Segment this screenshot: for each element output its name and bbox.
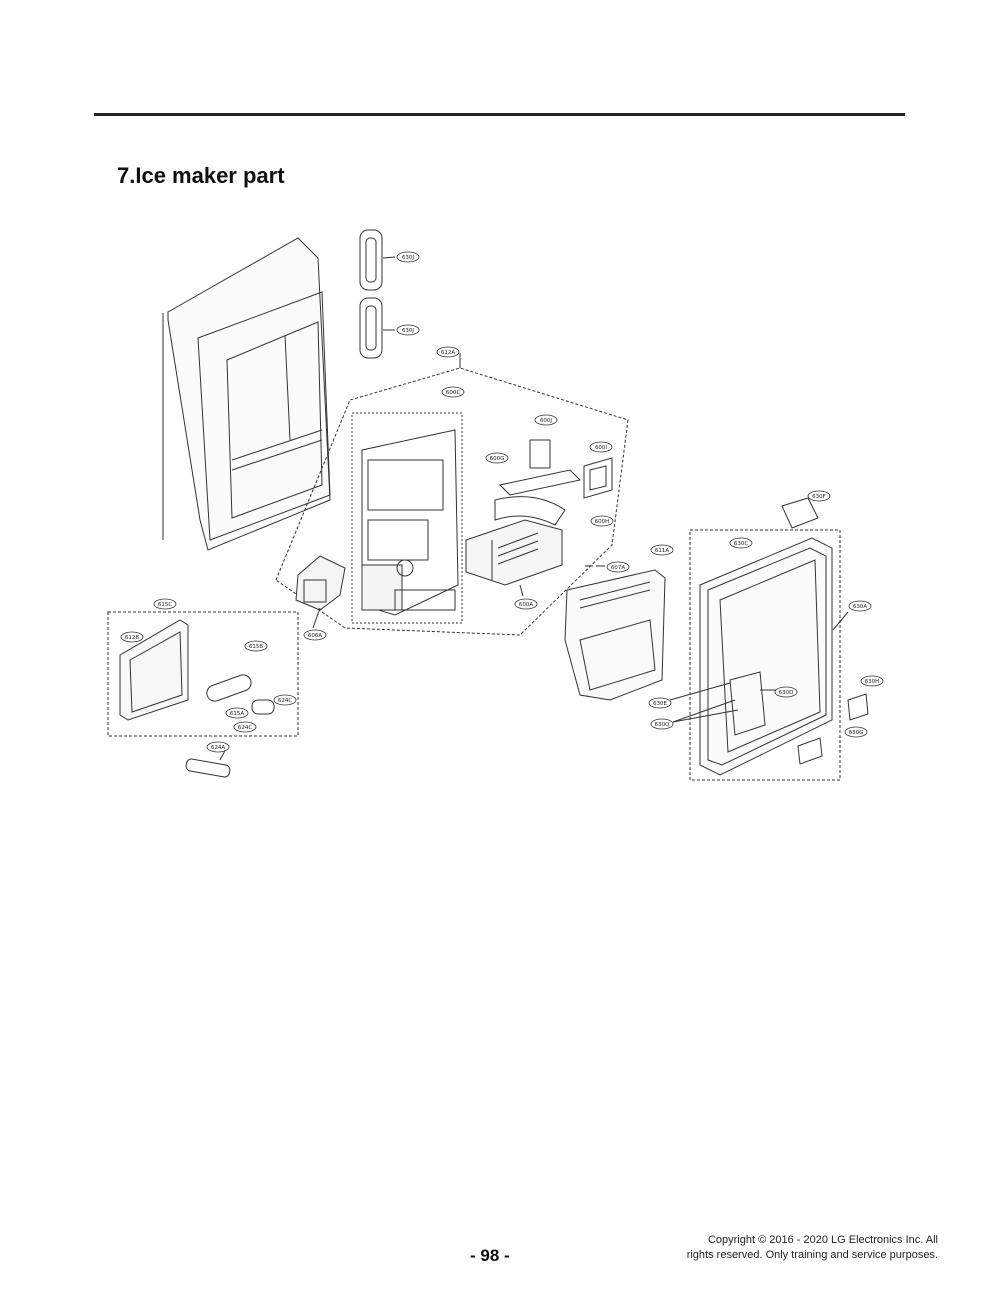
callout-611a: 611A [650,544,674,556]
svg-text:612A: 612A [441,350,455,356]
part-630j-drawing [359,229,383,359]
svg-text:630E: 630E [653,701,667,707]
callout-600a: 600A [514,598,538,610]
callout-615a: 615A [225,707,249,719]
callout-630a: 630A [848,600,872,612]
part-612b-drawing [119,619,189,721]
svg-text:615B: 615B [249,644,263,650]
svg-text:607A: 607A [611,565,625,571]
callout-607a: 607A [606,561,630,573]
part-630f-drawing [781,497,819,529]
part-606a-drawing [295,555,346,611]
callout-630f: 630F [807,490,831,502]
svg-text:600G: 600G [490,456,505,462]
svg-text:600J: 600J [540,418,552,424]
part-611a-drawing [564,569,666,701]
header-rule [94,113,905,116]
part-600a-drawing [465,496,566,586]
copyright-line-1: Copyright © 2016 - 2020 LG Electronics I… [707,1234,938,1246]
callout-615b: 615B [244,640,268,652]
callout-612b: 612B [120,631,144,643]
group-outline-615c [107,611,299,737]
part-630d-drawing [729,671,766,736]
svg-text:606A: 606A [308,633,322,639]
svg-text:615C: 615C [158,602,172,608]
callout-630j-a: 630J [396,251,420,263]
part-600g-drawing [498,469,582,496]
copyright-line-2: rights reserved. Only training and servi… [686,1249,938,1261]
page-number: - 98 - [470,1246,510,1265]
svg-text:630G: 630G [849,730,864,736]
part-615a-drawing [206,674,275,715]
callout-630d: 630D [774,686,798,698]
svg-text:612B: 612B [125,635,139,641]
svg-text:630H: 630H [865,679,880,685]
svg-text:630F: 630F [812,494,826,500]
callout-630c: 630C [729,537,753,549]
part-600j-drawing [529,439,551,469]
callout-630e: 630E [648,697,672,709]
svg-text:624C: 624C [238,725,252,731]
callout-600g: 600G [485,452,509,464]
svg-text:615A: 615A [230,711,244,717]
svg-text:600I: 600I [595,445,607,451]
callout-600i: 600I [589,441,613,453]
part-624a-drawing [185,758,231,778]
group-outline-612a [275,367,629,636]
svg-text:630J: 630J [402,255,414,261]
callout-612a: 612A [436,346,460,358]
svg-text:630Q: 630Q [655,722,670,728]
svg-text:630C: 630C [734,541,748,547]
copyright-notice: Copyright © 2016 - 2020 LG Electronics I… [600,1233,938,1263]
svg-text:600H: 600H [595,519,610,525]
callout-630q: 630Q [650,718,674,730]
part-600c-drawing [351,412,463,624]
callout-615c: 615C [153,598,177,610]
callout-630j-b: 630J [396,324,420,336]
callout-624c-b: 624C [233,721,257,733]
callout-624a: 624A [206,741,230,753]
svg-text:600A: 600A [519,602,533,608]
svg-text:630J: 630J [402,328,414,334]
group-outline-630c [689,529,841,781]
callout-600h: 600H [590,515,614,527]
callout-630g: 630G [844,726,868,738]
callout-600j: 600J [534,414,558,426]
svg-text:624A: 624A [211,745,225,751]
section-title: 7.Ice maker part [117,163,285,188]
svg-text:630D: 630D [779,690,794,696]
part-600i-drawing [583,457,613,499]
door-panel-drawing [162,237,331,551]
callout-606a: 606A [303,629,327,641]
svg-text:624C: 624C [278,698,292,704]
svg-text:600C: 600C [446,390,460,396]
svg-text:630A: 630A [853,604,867,610]
callout-624c-a: 624C [273,694,297,706]
part-630a-drawing [699,537,833,776]
callout-600c: 600C [441,386,465,398]
part-callouts: 630J 630J 612A 600C 600J 600G 600I 600H … [120,251,884,753]
svg-text:611A: 611A [655,548,669,554]
part-630g-drawing [797,737,823,765]
callout-630h: 630H [860,675,884,687]
part-630h-drawing [847,693,869,721]
